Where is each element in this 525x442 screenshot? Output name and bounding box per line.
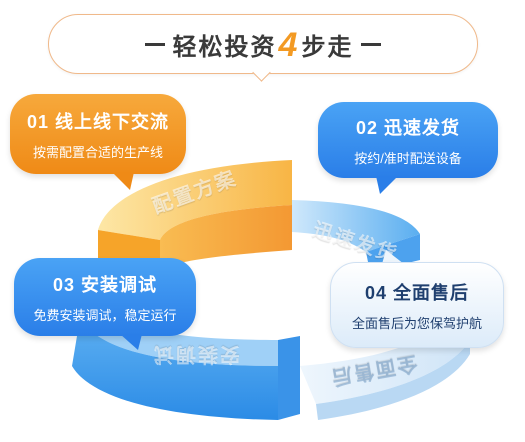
- step-2-description: 按约/准时配送设备: [354, 150, 462, 166]
- step-1-bubble-tail: [112, 172, 134, 190]
- segment-2-top: [292, 200, 420, 252]
- step-1-description: 按需配置合适的生产线: [32, 144, 163, 160]
- step-4-bubble-tail: [382, 250, 404, 264]
- step-4-title: 04 全面售后: [364, 282, 470, 303]
- title-dash-right: [361, 42, 382, 46]
- step-2-bubble: 02 迅速发货 按约/准时配送设备: [318, 102, 498, 178]
- step-3-bubble: 03 安装调试 免费安装调试，稳定运行: [14, 258, 196, 336]
- step-4-description: 全面售后为您保驾护航: [351, 315, 482, 331]
- step-1-title: 01 线上线下交流: [26, 111, 170, 132]
- page-title: 轻松投资 4 步走: [173, 27, 354, 62]
- step-3-description: 免费安装调试，稳定运行: [33, 307, 177, 323]
- segment-4-front: [316, 340, 470, 420]
- step-2-title: 02 迅速发货: [355, 117, 461, 138]
- step-1-bubble: 01 线上线下交流 按需配置合适的生产线: [10, 94, 186, 174]
- step-3-title: 03 安装调试: [52, 274, 158, 295]
- segment-3-label: 安装调试: [152, 343, 240, 365]
- title-after: 步走: [301, 33, 354, 61]
- segment-1-top: [98, 160, 292, 240]
- step-3-bubble-tail: [120, 334, 142, 350]
- title-dash-left: [144, 42, 165, 46]
- title-number: 4: [278, 25, 300, 64]
- step-2-bubble-tail: [376, 176, 398, 194]
- title-before: 轻松投资: [172, 33, 277, 61]
- step-4-bubble: 04 全面售后 全面售后为您保驾护航: [330, 262, 504, 348]
- title-row: 轻松投资 4 步走: [49, 15, 477, 73]
- segment-1-side: [98, 205, 292, 272]
- segment-3-front: [72, 318, 278, 420]
- segment-3-end: [278, 336, 300, 420]
- segment-3-top: [80, 304, 278, 366]
